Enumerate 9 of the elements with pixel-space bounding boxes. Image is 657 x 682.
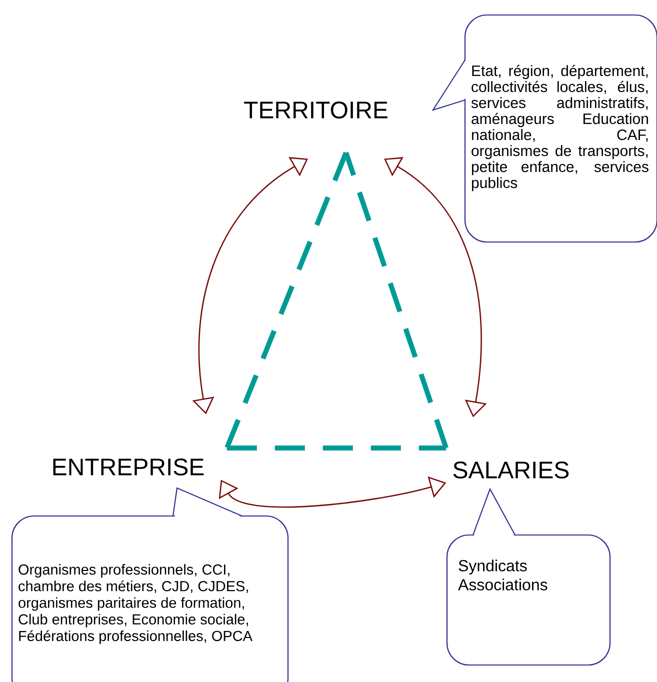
dashed-line	[224, 152, 348, 449]
employees-label: SALARIES	[453, 462, 569, 478]
speech-bubble: Syndicats Associations	[446, 488, 611, 666]
speech-bubble: Etat, région, département, collectivités locales, élus, services administratifs, aménageurs Education nationale, CAF, organismes de transports, petite enfance, services publics	[432, 14, 657, 243]
speech-bubble: Organismes professionnels, CCI, chambre des métiers, CJD, CJDES, organismes paritaires de formation, Club entreprises, Economie sociale, Fédérations professionnelles, OPCA	[11, 487, 289, 682]
territory-label: TERRITOIRE	[244, 102, 388, 118]
company-label: ENTREPRISE	[53, 458, 204, 476]
dashed-line	[226, 446, 446, 450]
dashed-line	[344, 152, 448, 449]
